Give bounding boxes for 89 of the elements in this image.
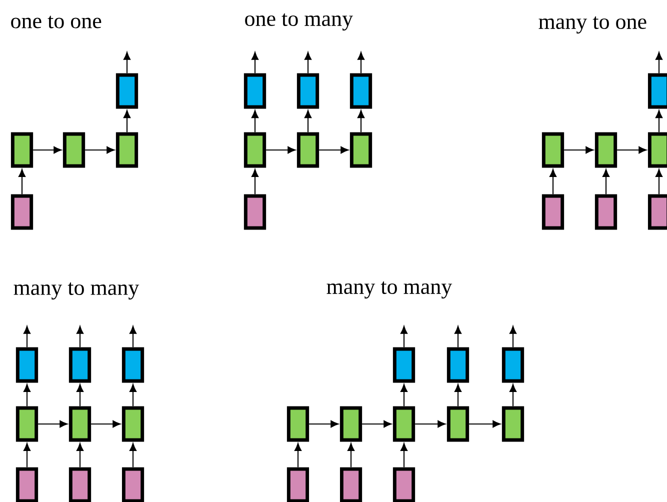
arrow: [294, 443, 302, 468]
cell-box: [594, 194, 618, 230]
arrow: [655, 110, 663, 132]
cell-box: [648, 73, 667, 109]
arrow: [347, 443, 355, 468]
cell-box: [62, 132, 86, 168]
cell-box: [68, 406, 92, 442]
arrow: [655, 169, 663, 194]
cell-box: [350, 132, 372, 168]
arrow: [33, 146, 62, 154]
cell-box: [502, 347, 524, 383]
arrow: [76, 326, 84, 348]
cell-box: [542, 132, 564, 168]
cell-box: [340, 467, 362, 502]
cell-box: [68, 467, 92, 502]
arrow: [400, 443, 408, 468]
arrow: [251, 110, 259, 132]
arrow: [304, 52, 312, 74]
arrow: [454, 326, 462, 348]
arrow: [400, 326, 408, 348]
arrow: [400, 384, 408, 406]
arrow: [564, 146, 594, 154]
arrow: [602, 169, 610, 194]
arrow: [251, 52, 259, 74]
arrow: [251, 169, 259, 194]
panel-title: many to many: [14, 282, 140, 300]
cell-box: [122, 467, 144, 502]
cell-box: [116, 73, 138, 109]
cell-box: [286, 406, 310, 442]
arrow: [18, 169, 26, 194]
arrow: [23, 443, 31, 468]
cell-box: [296, 73, 320, 109]
cell-box: [10, 194, 34, 230]
arrow: [129, 384, 137, 406]
cell-box: [542, 194, 564, 230]
cell-box: [244, 73, 266, 109]
cell-box: [648, 194, 667, 230]
cell-box: [244, 132, 266, 168]
cell-box: [286, 467, 310, 502]
cell-box: [244, 194, 266, 230]
arrow: [123, 52, 131, 74]
arrow: [123, 110, 131, 132]
arrow: [357, 110, 365, 132]
arrow: [23, 326, 31, 348]
arrow: [655, 52, 663, 74]
cell-box: [10, 132, 34, 168]
cell-box: [392, 406, 416, 442]
arrow: [469, 420, 501, 428]
arrow: [509, 384, 517, 406]
arrow: [509, 326, 517, 348]
arrow: [362, 420, 392, 428]
arrow: [23, 384, 31, 406]
cell-box: [16, 347, 38, 383]
cell-box: [594, 132, 618, 168]
panel-title: one to one: [11, 16, 102, 28]
panel-title: one to many: [245, 13, 353, 31]
arrow: [85, 146, 115, 154]
cell-box: [296, 132, 320, 168]
cell-box: [122, 406, 144, 442]
arrow: [129, 443, 137, 468]
cell-box: [68, 347, 92, 383]
cell-box: [16, 467, 38, 502]
cell-box: [16, 406, 38, 442]
cell-box: [340, 406, 362, 442]
cell-box: [350, 73, 372, 109]
arrow: [38, 420, 68, 428]
cell-box: [122, 347, 144, 383]
arrow: [91, 420, 121, 428]
cell-box: [392, 467, 416, 502]
arrow: [617, 146, 647, 154]
arrow: [76, 443, 84, 468]
arrow: [129, 326, 137, 348]
cell-box: [648, 132, 667, 168]
arrow: [549, 169, 557, 194]
cell-box: [502, 406, 524, 442]
arrow: [304, 110, 312, 132]
panel-title: many to one: [538, 16, 646, 34]
cell-box: [116, 132, 138, 168]
arrow: [266, 146, 296, 154]
arrow: [319, 146, 349, 154]
arrow: [76, 384, 84, 406]
cell-box: [446, 347, 470, 383]
cell-box: [446, 406, 470, 442]
arrow: [309, 420, 339, 428]
arrow: [415, 420, 446, 428]
cell-box: [392, 347, 416, 383]
arrow: [454, 384, 462, 406]
arrow: [357, 52, 365, 74]
panel-title: many to many: [326, 281, 452, 299]
